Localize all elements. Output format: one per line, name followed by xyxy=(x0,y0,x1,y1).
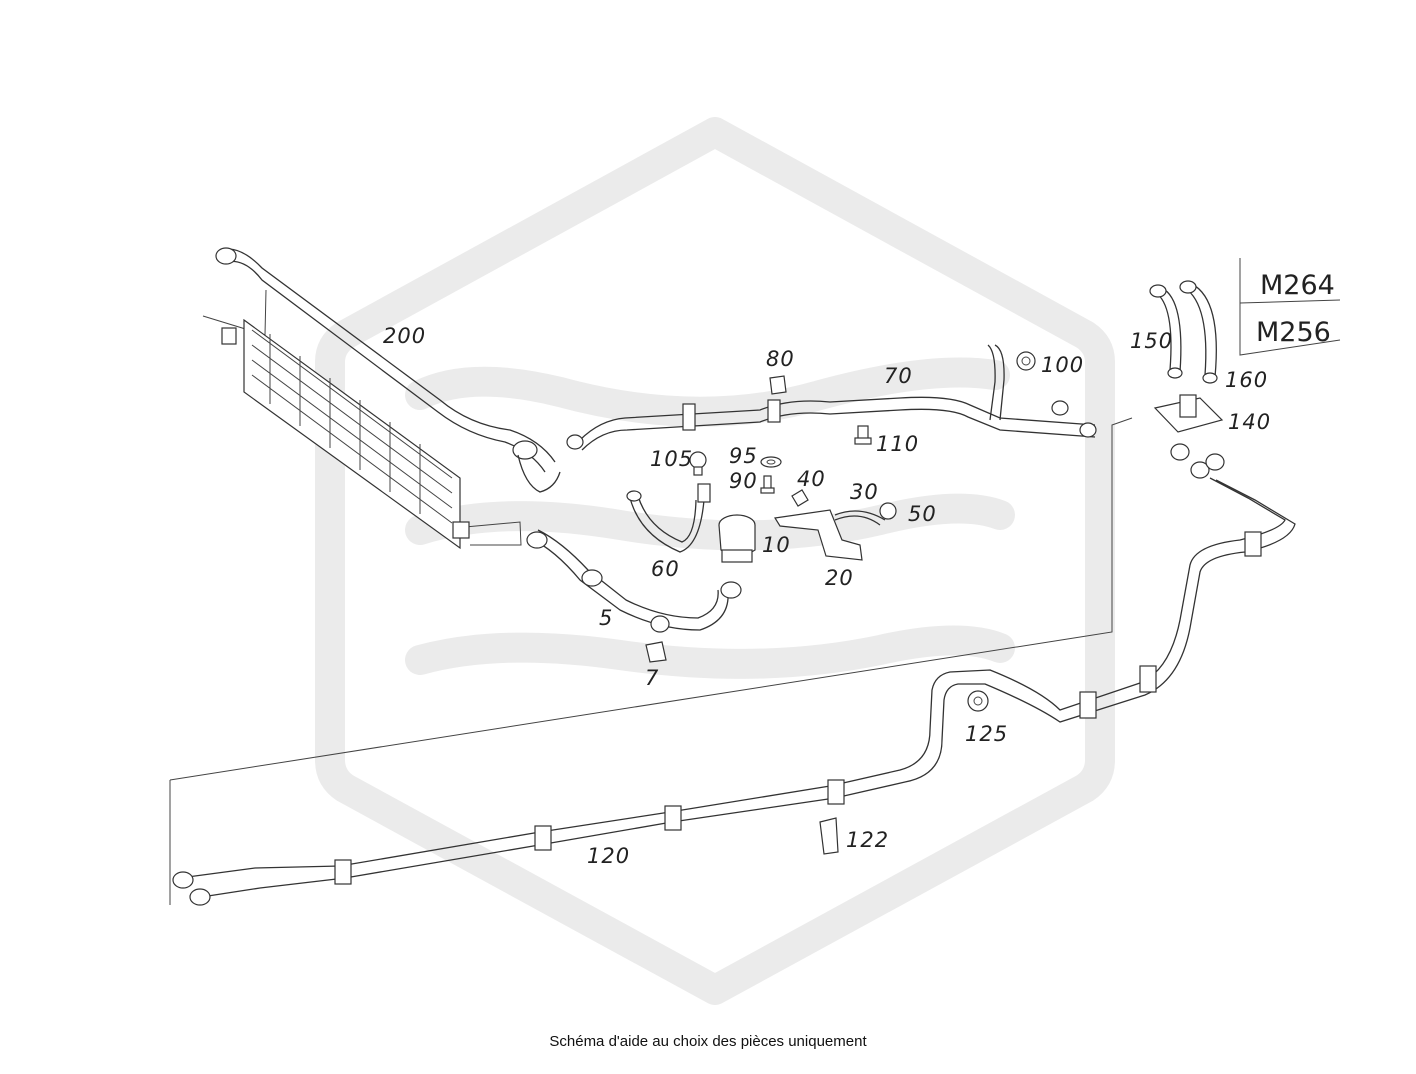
screw-90[interactable] xyxy=(760,475,775,494)
pipe-70[interactable] xyxy=(566,344,1097,451)
grommet-125[interactable] xyxy=(967,690,989,712)
nut-50[interactable] xyxy=(879,502,897,520)
radiator-200[interactable] xyxy=(221,318,470,550)
callout-5[interactable]: 5 xyxy=(599,606,613,630)
plug-100[interactable] xyxy=(1016,351,1036,371)
callout-160[interactable]: 160 xyxy=(1225,368,1268,392)
bolt-110[interactable] xyxy=(854,425,872,445)
engine-label-m264: M264 xyxy=(1260,270,1335,301)
callout-100[interactable]: 100 xyxy=(1041,353,1084,377)
clip-7[interactable] xyxy=(645,641,667,663)
callout-122[interactable]: 122 xyxy=(846,828,889,852)
clip-80[interactable] xyxy=(769,375,787,395)
hose-60[interactable] xyxy=(626,483,711,553)
callout-95[interactable]: 95 xyxy=(729,444,758,468)
callout-80[interactable]: 80 xyxy=(766,347,795,371)
hose-200[interactable] xyxy=(215,247,561,493)
pipe-connector-upper[interactable] xyxy=(1170,443,1225,479)
callout-10[interactable]: 10 xyxy=(762,533,791,557)
callout-50[interactable]: 50 xyxy=(908,502,937,526)
callout-7[interactable]: 7 xyxy=(645,666,659,690)
clip-122[interactable] xyxy=(819,817,839,855)
strap-30[interactable] xyxy=(834,510,886,526)
pipe-120[interactable] xyxy=(172,477,1296,906)
callout-60[interactable]: 60 xyxy=(651,557,680,581)
callout-120[interactable]: 120 xyxy=(587,844,630,868)
callout-30[interactable]: 30 xyxy=(850,480,879,504)
bracket-20[interactable] xyxy=(774,509,863,561)
callout-140[interactable]: 140 xyxy=(1228,410,1271,434)
callout-105[interactable]: 105 xyxy=(650,447,693,471)
callout-150[interactable]: 150 xyxy=(1130,329,1173,353)
flange-140[interactable] xyxy=(1153,394,1224,433)
callout-70[interactable]: 70 xyxy=(884,364,913,388)
bolt-40[interactable] xyxy=(791,489,809,507)
hose-150[interactable] xyxy=(1149,284,1183,379)
washer-95[interactable] xyxy=(760,456,782,468)
callout-20[interactable]: 20 xyxy=(825,566,854,590)
pump-10[interactable] xyxy=(718,514,756,563)
hose-5[interactable] xyxy=(526,529,742,633)
engine-label-m256: M256 xyxy=(1256,317,1331,348)
valve-105[interactable] xyxy=(689,451,707,476)
callout-110[interactable]: 110 xyxy=(876,432,919,456)
callout-40[interactable]: 40 xyxy=(797,467,826,491)
callout-200[interactable]: 200 xyxy=(383,324,426,348)
footer-note: Schéma d'aide au choix des pièces unique… xyxy=(549,1033,867,1050)
callout-90[interactable]: 90 xyxy=(729,469,758,493)
callout-125[interactable]: 125 xyxy=(965,722,1008,746)
hose-160[interactable] xyxy=(1179,280,1218,384)
